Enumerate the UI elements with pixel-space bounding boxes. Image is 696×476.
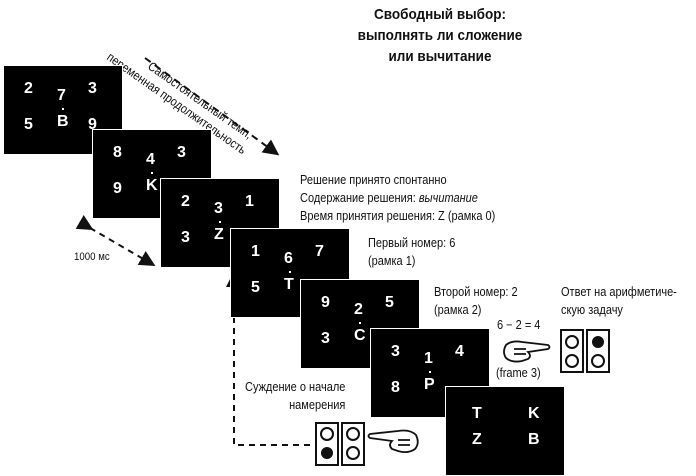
final-frame: T K Z B — [445, 386, 565, 476]
frame-digit: 9 — [321, 294, 330, 311]
frame-digit: 3 — [88, 80, 97, 97]
answer-line: скую задачу — [561, 303, 623, 317]
frame-digit: 2 — [24, 80, 33, 97]
answer-buttons — [560, 329, 610, 373]
fixation-dot — [359, 322, 361, 324]
second-number-line: Второй номер: 2 — [434, 285, 518, 299]
frame-symbol: 5 — [24, 116, 33, 133]
decision-text: Решение принято спонтанно Содержание реш… — [300, 171, 495, 225]
intention-buttons — [315, 422, 365, 466]
title-line: Свободный выбор: — [374, 6, 506, 23]
frame-symbol: Z — [214, 226, 224, 243]
frame-digit: 1 — [251, 243, 260, 260]
pace-arrow — [144, 57, 280, 156]
fixation-dot — [429, 371, 431, 373]
decision-line: Решение принято спонтанно — [300, 173, 447, 187]
frame-digit: 5 — [385, 294, 394, 311]
frame-letter: K — [528, 405, 540, 422]
frame-digit: 7 — [57, 87, 66, 104]
frame-symbol: 3 — [181, 229, 190, 246]
frame-symbol: 9 — [88, 116, 97, 133]
intention-text: Суждение о начале намерения — [245, 378, 345, 414]
frame-letter: T — [472, 405, 482, 422]
intention-line: Суждение о начале — [245, 380, 346, 394]
frame-digit: 8 — [113, 144, 122, 161]
frame-symbol: C — [354, 327, 366, 344]
first-number-text: Первый номер: 6 (рамка 1) — [368, 234, 455, 270]
fixation-dot — [219, 221, 221, 223]
frame-symbol: P — [424, 376, 435, 393]
frame-digit: 3 — [214, 200, 223, 217]
frame-digit: 3 — [391, 343, 400, 360]
frame-symbol: 9 — [113, 180, 122, 197]
frame-symbol: B — [57, 113, 69, 130]
frame-digit: 6 — [284, 250, 293, 267]
frame-digit: 2 — [354, 301, 363, 318]
intention-link-line — [226, 271, 310, 446]
fixation-dot — [62, 108, 64, 110]
pointing-hand-icon — [503, 340, 551, 363]
frame-digit: 1 — [424, 350, 433, 367]
fixation-dot — [289, 271, 291, 273]
diagram-title: Свободный выбор: выполнять ли сложение и… — [341, 4, 539, 67]
title-line: или вычитание — [388, 48, 492, 65]
frame-digit: 4 — [146, 151, 155, 168]
equation: 6 − 2 = 4 — [497, 318, 541, 332]
decision-line: Содержание решения: вычитание — [300, 189, 495, 207]
frame-digit: 7 — [315, 243, 324, 260]
frame-symbol: 3 — [321, 330, 330, 347]
frame-symbol: K — [146, 177, 158, 194]
frame-symbol: 8 — [391, 379, 400, 396]
decision-content-label: Содержание решения: — [300, 191, 419, 205]
frame-digit: 2 — [181, 193, 190, 210]
second-number-line: (рамка 2) — [434, 303, 482, 317]
fixation-dot — [151, 172, 153, 174]
intention-line: намерения — [289, 398, 346, 412]
interval-arrow — [75, 215, 156, 267]
pointing-hand-icon — [367, 429, 419, 454]
second-number-text: Второй номер: 2 (рамка 2) — [434, 283, 518, 319]
frame-digit: 1 — [245, 193, 254, 210]
decision-content-value: вычитание — [418, 191, 478, 205]
answer-text: Ответ на арифметиче- скую задачу — [561, 283, 677, 319]
frame-symbol: T — [284, 276, 294, 293]
first-number-line: (рамка 1) — [368, 254, 416, 268]
frame-letter: B — [528, 431, 540, 448]
first-number-line: Первый номер: 6 — [368, 236, 456, 250]
frame-digit: 3 — [177, 144, 186, 161]
interval-label: 1000 мс — [74, 251, 110, 263]
frame-digit: 4 — [455, 343, 464, 360]
frame3-label: (frame 3) — [496, 366, 541, 380]
answer-line: Ответ на арифметиче- — [561, 285, 677, 299]
title-line: выполнять ли сложение — [357, 27, 523, 44]
decision-line: Время принятия решения: Z (рамка 0) — [300, 209, 496, 223]
frame-letter: Z — [472, 431, 482, 448]
frame-symbol: 5 — [251, 279, 260, 296]
